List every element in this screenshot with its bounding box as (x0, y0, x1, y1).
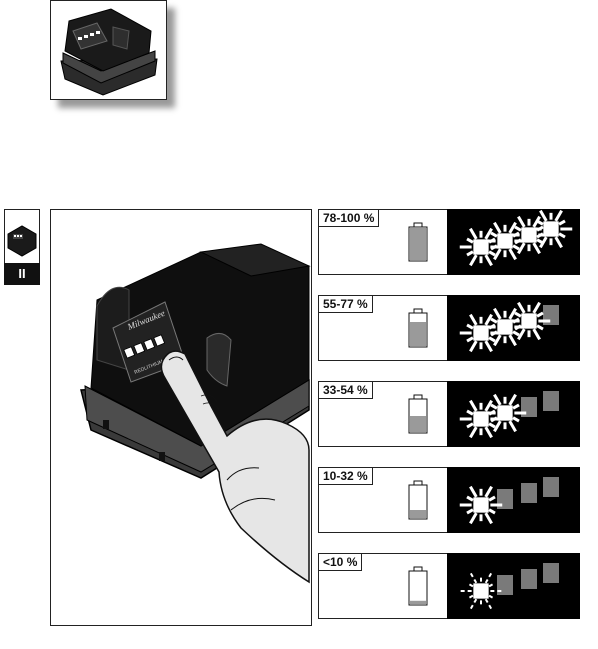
charge-level-row: <10 % (318, 553, 580, 619)
blinking-light (459, 572, 503, 610)
battery-fill (410, 416, 426, 432)
charge-level-cell: 78-100 % (318, 209, 448, 275)
battery-level-icon (408, 480, 428, 520)
charge-level-label: 78-100 % (319, 210, 380, 227)
battery-level-icon (408, 222, 428, 262)
lit-light (507, 301, 551, 341)
lit-light (529, 209, 573, 249)
unlit-light (543, 563, 559, 583)
charge-level-cell: 33-54 % (318, 381, 448, 447)
charge-level-cell: 10-32 % (318, 467, 448, 533)
charge-level-label: 33-54 % (319, 382, 373, 399)
battery-fill (410, 510, 426, 518)
charge-level-label: 55-77 % (319, 296, 373, 313)
charge-level-cell: 55-77 % (318, 295, 448, 361)
charge-level-row: 55-77 % (318, 295, 580, 361)
gauge-lights-panel (447, 553, 580, 619)
fuel-gauge-illustration: Milwaukee REDLITHIUM-ION (50, 209, 312, 626)
battery-level-icon (408, 308, 428, 348)
battery-fill (410, 322, 426, 346)
charge-level-label: 10-32 % (319, 468, 373, 485)
battery-thumbnail (50, 0, 167, 100)
battery-level-icon (408, 566, 428, 606)
battery-fill (410, 228, 426, 260)
charge-level-row: 78-100 % (318, 209, 580, 275)
gauge-lights-panel (447, 381, 580, 447)
charge-level-cell: <10 % (318, 553, 448, 619)
lit-light (459, 485, 503, 525)
section-tag: II (4, 263, 40, 285)
unlit-light (543, 477, 559, 497)
lit-light (483, 393, 527, 433)
gauge-lights-panel (447, 295, 580, 361)
charge-level-row: 10-32 % (318, 467, 580, 533)
charge-level-label: <10 % (319, 554, 363, 571)
battery-fill (410, 600, 426, 604)
unlit-light (543, 391, 559, 411)
battery-level-icon (408, 394, 428, 434)
unlit-light (521, 483, 537, 503)
lit-light (459, 227, 503, 267)
battery-mini-thumbnail (4, 209, 40, 266)
unlit-light (521, 569, 537, 589)
charge-level-row: 33-54 % (318, 381, 580, 447)
gauge-lights-panel (447, 209, 580, 275)
gauge-lights-panel (447, 467, 580, 533)
